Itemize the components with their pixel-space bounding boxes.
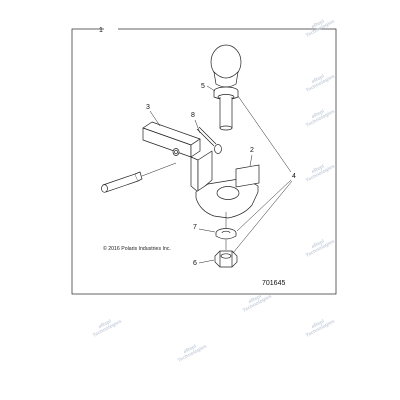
callout-8: 8	[191, 112, 195, 119]
callout-1: 1	[99, 27, 103, 34]
hex-nut-part	[214, 250, 238, 268]
hitch-pin-part	[101, 171, 143, 193]
leader-4	[232, 95, 293, 254]
decal-part	[235, 164, 260, 188]
callout-6: 6	[193, 260, 197, 267]
leader-7	[198, 228, 216, 233]
pin-axis	[141, 162, 177, 177]
leader-6	[198, 259, 215, 264]
copyright-text: © 2016 Polaris Industries Inc.	[103, 245, 171, 252]
drawing-number: 701645	[262, 280, 285, 287]
washer-part	[215, 228, 237, 240]
leader-2	[249, 154, 253, 167]
diagram-frame	[71, 28, 337, 295]
callout-3: 3	[146, 104, 150, 111]
callout-7: 7	[193, 224, 197, 231]
leader-5	[206, 85, 216, 92]
leader-8	[194, 119, 201, 134]
clip-part	[196, 126, 222, 154]
callout-5: 5	[201, 83, 205, 90]
callout-2: 2	[250, 147, 254, 154]
ball-mount-part	[142, 121, 259, 219]
hitch-ball-part	[210, 44, 242, 131]
leader-3	[149, 110, 161, 127]
callout-4: 4	[292, 173, 296, 180]
